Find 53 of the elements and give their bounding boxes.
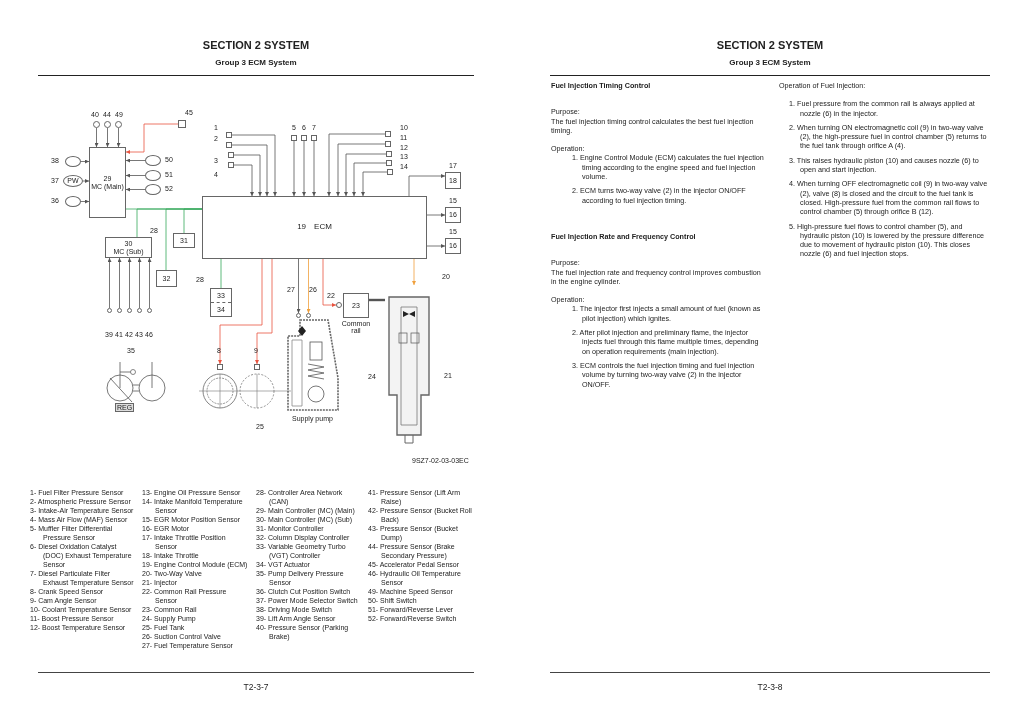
section-heading: SECTION 2 SYSTEM — [201, 39, 311, 51]
ecm-box — [202, 196, 427, 259]
switch-symbol — [65, 196, 81, 207]
switch-symbol — [145, 170, 161, 181]
group-heading: Group 3 ECM System — [728, 58, 812, 67]
sensor-box — [217, 364, 223, 370]
page-number: T2-3-7 — [242, 682, 270, 692]
switch-symbol — [63, 175, 83, 187]
signal-line — [183, 208, 203, 234]
controller-box — [445, 238, 461, 254]
box-label: ECM — [314, 223, 332, 232]
controller-box — [445, 207, 461, 223]
group-heading: Group 3 ECM System — [214, 58, 298, 67]
sensor-symbol — [104, 121, 111, 128]
box-label: 19 — [297, 223, 307, 232]
sensor-box — [301, 135, 307, 141]
sensor-box — [385, 141, 391, 147]
sensor-box — [311, 135, 317, 141]
switch-symbol — [65, 156, 81, 167]
sensor-box — [226, 142, 232, 148]
sensor-symbol — [107, 308, 112, 313]
sensor-symbol — [336, 302, 342, 308]
sensor-box — [228, 152, 234, 158]
sensor-symbol — [306, 313, 311, 318]
controller-box — [89, 147, 126, 218]
switch-symbol — [145, 155, 161, 166]
sensor-box — [228, 162, 234, 168]
controller-box — [343, 293, 369, 318]
section-heading: SECTION 2 SYSTEM — [715, 39, 825, 51]
controller-box — [210, 288, 232, 317]
sensor-symbol — [93, 121, 100, 128]
sensor-box — [386, 151, 392, 157]
switch-symbol — [145, 184, 161, 195]
sensor-box — [178, 120, 186, 128]
sensor-symbol — [147, 308, 152, 313]
sensor-box — [254, 364, 260, 370]
signal-line — [220, 258, 222, 289]
sensor-box — [387, 169, 393, 175]
controller-box — [173, 233, 195, 248]
controller-box — [445, 172, 461, 189]
sensor-symbol — [137, 308, 142, 313]
sensor-symbol — [296, 313, 301, 318]
sensor-symbol — [117, 308, 122, 313]
page-number: T2-3-8 — [756, 682, 784, 692]
sensor-box — [226, 132, 232, 138]
sensor-box — [385, 131, 391, 137]
sensor-box — [386, 160, 392, 166]
controller-box — [105, 237, 152, 258]
sensor-symbol — [115, 121, 122, 128]
controller-box — [156, 270, 177, 287]
sensor-symbol — [127, 308, 132, 313]
sensor-box — [291, 135, 297, 141]
signal-line — [82, 179, 90, 183]
